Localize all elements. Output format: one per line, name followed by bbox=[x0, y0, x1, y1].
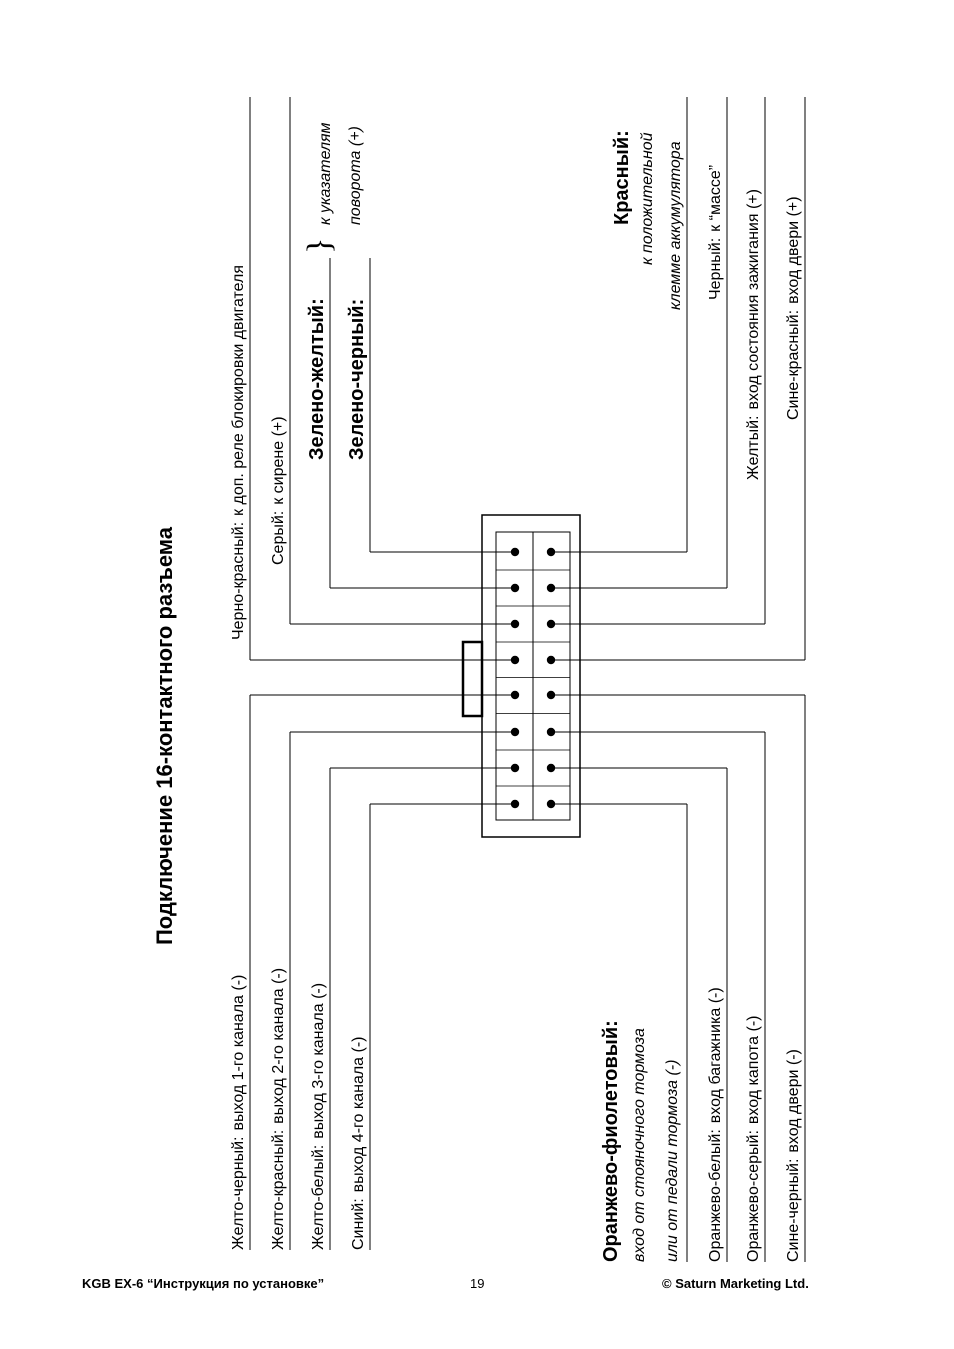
wire-label-black-red: Черно-красный:к доп. реле блокировки дви… bbox=[230, 265, 247, 640]
wire-label-orange-white: Оранжево-белый:вход багажника (-) bbox=[707, 987, 724, 1262]
right-labels: Черно-красный:к доп. реле блокировки дви… bbox=[230, 97, 806, 660]
connector-16-pin bbox=[461, 514, 581, 838]
footer-copyright: © Saturn Marketing Ltd. bbox=[662, 1276, 809, 1291]
diagram-title: Подключение 16-контактного разъема bbox=[152, 526, 177, 945]
footer-page-number: 19 bbox=[470, 1276, 485, 1291]
wire-desc-orange-violet-1: вход от стояночного тормоза bbox=[631, 1028, 648, 1262]
wire-label-green-yellow: Зелено-желтый: bbox=[306, 298, 328, 460]
wire-label-green-black: Зелено-черный: bbox=[346, 299, 368, 460]
wire-label-orange-violet: Оранжево-фиолетовый: bbox=[600, 1020, 622, 1262]
wire-label-blue-red: Сине-красный:вход двери (+) bbox=[785, 196, 802, 420]
turn-signal-note-2: поворота (+) bbox=[347, 126, 364, 225]
wire-label-gray: Серый:к сирене (+) bbox=[270, 416, 287, 565]
wire-label-yellow-black: Желто-черный:выход 1-го канала (-) bbox=[230, 975, 247, 1250]
wire-label-blue: Синий:выход 4-го канала (-) bbox=[350, 1036, 367, 1250]
wire-label-blue-black: Сине-черный:вход двери (-) bbox=[785, 1049, 802, 1262]
wire-label-yellow-red: Желто-красный:выход 2-го канала (-) bbox=[270, 968, 287, 1250]
footer-document-title: KGB EX-6 “Инструкция по установке” bbox=[82, 1276, 325, 1291]
connector-latch bbox=[461, 640, 484, 718]
wire-label-yellow-white: Желто-белый:выход 3-го канала (-) bbox=[310, 983, 327, 1250]
wires bbox=[250, 551, 805, 805]
brace-symbol: } bbox=[301, 238, 338, 254]
wire-label-red: Красный: bbox=[611, 130, 633, 225]
wire-desc-orange-violet-2: или от педали тормоза (-) bbox=[664, 1060, 681, 1262]
wire-desc-red-2: клемме аккумулятора bbox=[667, 141, 684, 310]
wire-label-black: Черный:к “массе” bbox=[707, 165, 724, 300]
wire-label-orange-gray: Оранжево-серый:вход капота (-) bbox=[745, 1016, 762, 1263]
left-labels: Желто-черный:выход 1-го канала (-) Желто… bbox=[230, 695, 806, 1263]
wire-label-yellow: Желтый:вход состояния зажигания (+) bbox=[745, 189, 762, 480]
wire-desc-red-1: к положительной bbox=[639, 132, 656, 265]
turn-signal-note-1: к указателям bbox=[317, 122, 334, 225]
